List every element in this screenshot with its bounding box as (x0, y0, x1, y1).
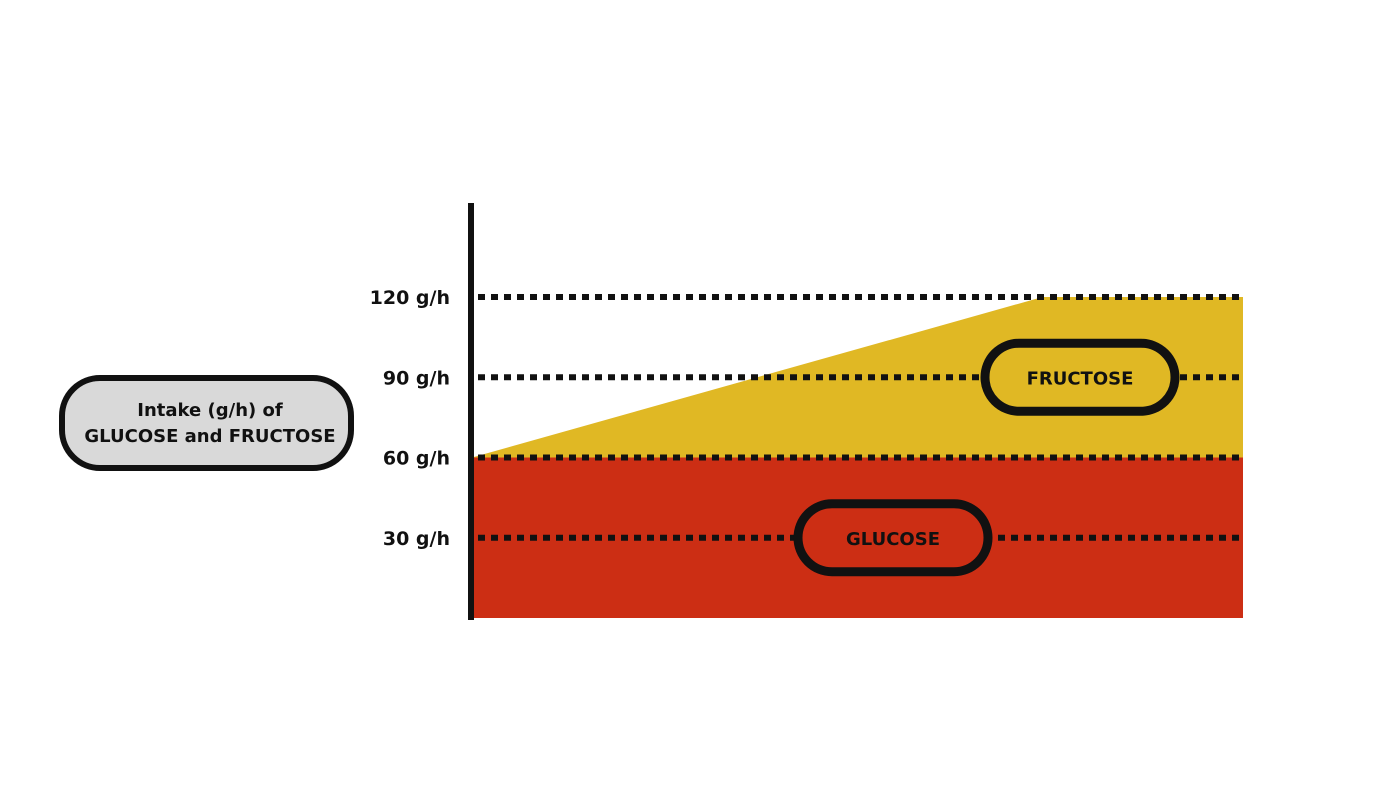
y-tick-label-120: 120 g/h (370, 287, 450, 309)
series-label-fructose: FRUCTOSE (980, 338, 1180, 416)
title-box-shape (59, 375, 354, 471)
series-label-fructose-box (980, 338, 1180, 416)
chart-title-box: Intake (g/h) of GLUCOSE and FRUCTOSE (59, 375, 354, 471)
series-label-glucose-box (793, 499, 993, 577)
y-tick-labels: 30 g/h 60 g/h 90 g/h 120 g/h (370, 287, 450, 550)
chart-title-line-1: Intake (g/h) of (137, 400, 283, 421)
y-tick-label-30: 30 g/h (383, 528, 450, 550)
series-label-glucose-text: GLUCOSE (846, 529, 940, 550)
y-tick-label-60: 60 g/h (383, 448, 450, 470)
series-label-glucose: GLUCOSE (793, 499, 993, 577)
y-tick-label-90: 90 g/h (383, 367, 450, 389)
chart-title-line-2: GLUCOSE and FRUCTOSE (84, 426, 335, 447)
series-label-fructose-text: FRUCTOSE (1027, 368, 1134, 389)
